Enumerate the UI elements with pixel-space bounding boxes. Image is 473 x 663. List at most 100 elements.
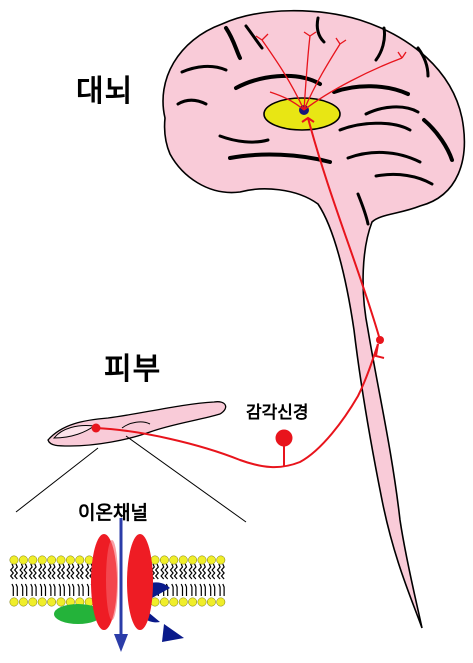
lipid-head [47,598,55,606]
lipid-tail [44,584,45,596]
lipid-head [29,598,37,606]
lipid-tail [77,564,80,579]
lipid-tail [181,584,182,596]
lipid-tail [11,564,14,579]
lipid-head [188,556,196,564]
lipid-tail [189,564,192,579]
cerebrum-label: 대뇌 [76,66,133,110]
lipid-head [66,556,74,564]
skin-receptor-ending [92,424,101,433]
lipid-tail [223,584,224,596]
sensory-neuron-cell-body [276,430,293,447]
lipid-tail [67,564,70,579]
lipid-tail [209,584,210,596]
lipid-tail [219,584,220,596]
lipid-tail [82,584,83,596]
lipid-tail [199,564,202,579]
lipid-head [170,598,178,606]
lipid-head [217,598,225,606]
sensory-nerve-label: 감각신경 [246,398,309,423]
lipid-tail [62,564,65,579]
lipid-head [170,556,178,564]
lipid-tail [184,564,187,579]
lipid-tail [165,564,168,579]
lipid-head [179,598,187,606]
lipid-head [207,598,215,606]
lipid-tail [213,584,214,596]
lipid-head [19,598,27,606]
lipid-tail [171,564,174,579]
lipid-tail [212,564,215,579]
lipid-tail [81,564,84,579]
lipid-head [57,598,65,606]
blue-ligand-triangle [162,624,184,642]
lipid-tail [52,564,55,579]
skin-label: 피부 [104,344,161,388]
lipid-tail [71,564,74,579]
lipid-head [217,556,225,564]
lipid-head [151,556,159,564]
lipid-head [47,556,55,564]
lipid-tail [176,584,177,596]
lipid-head [29,556,37,564]
lipid-head [10,598,18,606]
lipid-tail [20,564,23,579]
lipid-tail [204,584,205,596]
lipid-tail [180,564,183,579]
lipid-head [160,598,168,606]
lipid-tail [40,584,41,596]
lipid-tail [156,564,159,579]
lipid-tail [59,584,60,596]
ion-channel-label: 이온채널 [78,498,148,525]
lipid-tail [87,584,88,596]
lipid-tail [54,584,55,596]
lipid-tail [39,564,42,579]
lipid-tail [195,584,196,596]
lipid-head [38,598,46,606]
lipid-head [198,598,206,606]
lipid-head [207,556,215,564]
lipid-tail [161,564,164,579]
lipid-tail [218,564,221,579]
lipid-tail [172,584,173,596]
lipid-tail [16,584,17,596]
lipid-tail [200,584,201,596]
lipid-tail [72,584,73,596]
lipid-tail [208,564,211,579]
lipid-tail [35,584,36,596]
lipid-head [76,556,84,564]
lipid-tail [175,564,178,579]
lipid-tail [203,564,206,579]
lipid-tail [86,564,89,579]
lipid-tail [25,584,26,596]
lipid-head [188,598,196,606]
lipid-tail [78,584,79,596]
lipid-tail [58,564,61,579]
lipid-head [10,556,18,564]
lipid-tail [185,584,186,596]
lipid-head [198,556,206,564]
lipid-tail [193,564,196,579]
lipid-tail [222,564,225,579]
lipid-head [57,556,65,564]
lipid-tail [191,584,192,596]
lipid-tail [15,564,18,579]
lipid-head [160,556,168,564]
lipid-tail [34,564,37,579]
lipid-head [38,556,46,564]
lipid-tail [48,564,51,579]
lipid-tail [30,564,33,579]
lipid-tail [21,584,22,596]
lipid-tail [68,584,69,596]
lipid-tail [12,584,13,596]
lipid-head [19,556,27,564]
spinal-synapse-node [376,336,384,344]
lipid-tail [43,564,46,579]
lipid-tail [24,564,27,579]
lipid-head [179,556,187,564]
lipid-tail [63,584,64,596]
lipid-tail [50,584,51,596]
lipid-tail [31,584,32,596]
